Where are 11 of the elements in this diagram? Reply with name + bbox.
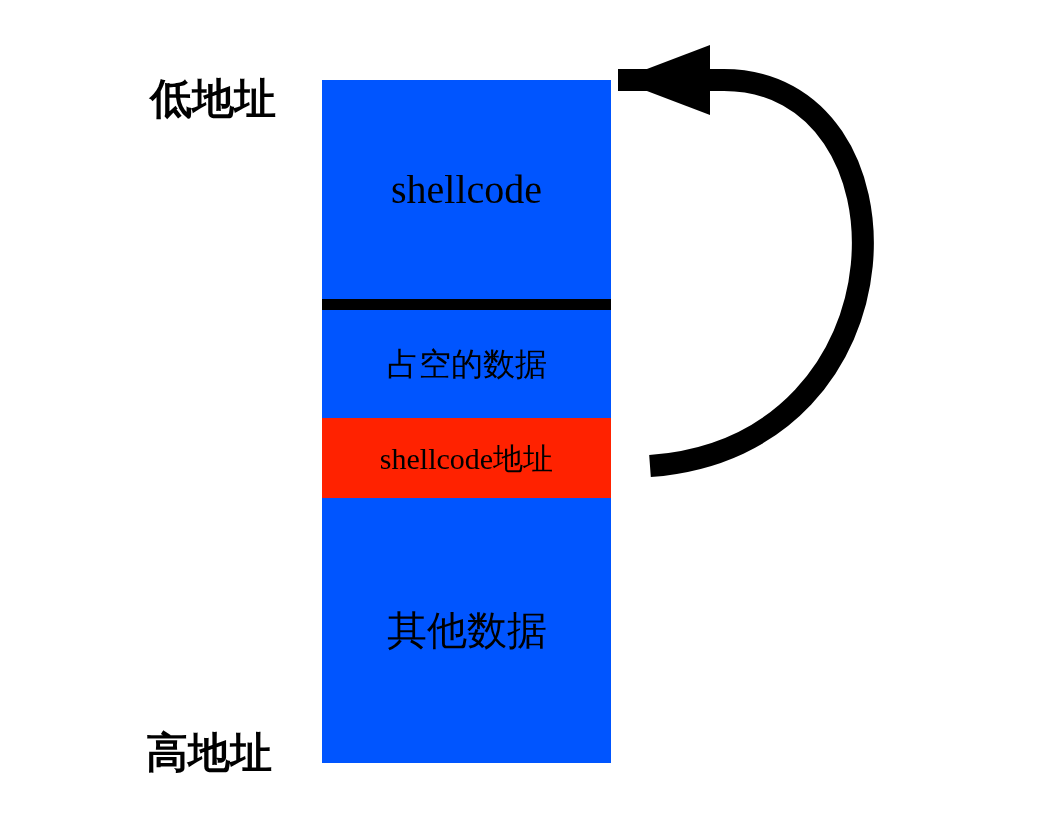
- memory-block: [322, 80, 611, 299]
- block-label: 其他数据: [386, 606, 547, 655]
- address-label: 低地址: [150, 75, 276, 124]
- block-label: 占空的数据: [386, 345, 547, 384]
- address-label: 高地址: [146, 729, 272, 778]
- block-label: shellcode: [390, 165, 543, 214]
- memory-block: [322, 418, 611, 498]
- curved-arrow: [618, 45, 873, 477]
- block-label: shellcode地址: [379, 440, 554, 477]
- memory-block: [322, 310, 611, 418]
- memory-block: [322, 498, 611, 763]
